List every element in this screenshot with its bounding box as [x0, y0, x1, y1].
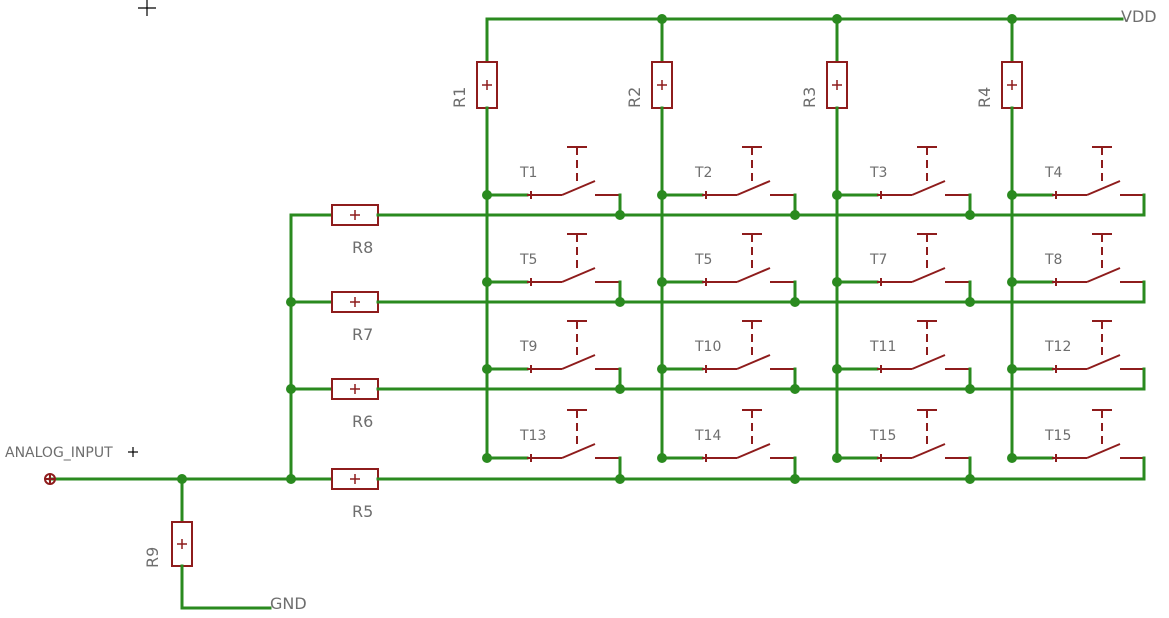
- row-resistor-r5[interactable]: [331, 468, 379, 490]
- switch-label: T9: [519, 339, 537, 355]
- row-resistor-r8[interactable]: [331, 204, 379, 226]
- gnd-label: GND: [270, 594, 307, 613]
- column-resistor-label: R3: [800, 87, 819, 108]
- column-resistor-r1[interactable]: [476, 61, 498, 109]
- row-resistor-label: R7: [352, 325, 373, 344]
- junction-row-bus: [286, 384, 296, 394]
- column-resistor-label: R2: [625, 87, 644, 108]
- r9-resistor[interactable]: [171, 521, 193, 567]
- row-resistor-label: R6: [352, 412, 373, 431]
- junction-vdd: [1007, 14, 1017, 24]
- tactile-switch[interactable]: [1007, 320, 1146, 391]
- switch-label: T5: [694, 252, 712, 268]
- switch-label: T15: [869, 428, 896, 444]
- column-resistor-r3[interactable]: [826, 61, 848, 109]
- tactile-switch[interactable]: [482, 233, 625, 307]
- switch-label: T15: [1044, 428, 1071, 444]
- analog-input-pin[interactable]: [44, 473, 56, 485]
- switch-label: T5: [519, 252, 537, 268]
- analog-input-label: ANALOG_INPUT: [5, 445, 113, 461]
- column-resistor-label: R1: [450, 87, 469, 108]
- column-group: R1 R2 R3 R4: [450, 14, 1023, 459]
- tactile-switch[interactable]: [832, 320, 975, 394]
- switch-label: T1: [519, 165, 537, 181]
- r9-label: R9: [143, 547, 162, 568]
- junction-row-bus: [286, 297, 296, 307]
- tactile-switch[interactable]: [832, 146, 975, 220]
- switch-label: T10: [694, 339, 721, 355]
- switch-label: T11: [869, 339, 896, 355]
- analog-input-label-plus: [128, 447, 138, 457]
- tactile-switch[interactable]: [657, 409, 800, 484]
- vdd-label: VDD: [1121, 7, 1157, 26]
- switch-label: T8: [1044, 252, 1062, 268]
- row-resistor-label: R8: [352, 238, 373, 257]
- tactile-switch[interactable]: [657, 233, 800, 307]
- junction-r9: [177, 474, 187, 484]
- column-resistor-r4[interactable]: [1001, 61, 1023, 109]
- cursor-crosshair: [138, 0, 156, 16]
- column-resistor-label: R4: [975, 87, 994, 108]
- tactile-switch[interactable]: [482, 146, 625, 220]
- tactile-switch[interactable]: [1007, 233, 1146, 304]
- junction-vdd: [832, 14, 842, 24]
- row-resistor-r6[interactable]: [331, 378, 379, 400]
- junction-vdd: [657, 14, 667, 24]
- switch-label: T12: [1044, 339, 1071, 355]
- tactile-switch[interactable]: [482, 409, 625, 484]
- tactile-switch[interactable]: [1007, 146, 1146, 217]
- switch-label: T13: [519, 428, 546, 444]
- tactile-switch[interactable]: [657, 146, 800, 220]
- switch-label: T7: [869, 252, 887, 268]
- switch-label: T3: [869, 165, 887, 181]
- tactile-switch[interactable]: [482, 320, 625, 394]
- switch-label: T2: [694, 165, 712, 181]
- switch-label: T4: [1044, 165, 1063, 181]
- switch-label: T14: [694, 428, 721, 444]
- tactile-switch[interactable]: [832, 409, 975, 484]
- tactile-switch[interactable]: [832, 233, 975, 307]
- row-resistor-r7[interactable]: [331, 291, 379, 313]
- row-resistor-label: R5: [352, 502, 373, 521]
- tactile-switch[interactable]: [1007, 409, 1146, 481]
- column-resistor-r2[interactable]: [651, 61, 673, 109]
- tactile-switch[interactable]: [657, 320, 800, 394]
